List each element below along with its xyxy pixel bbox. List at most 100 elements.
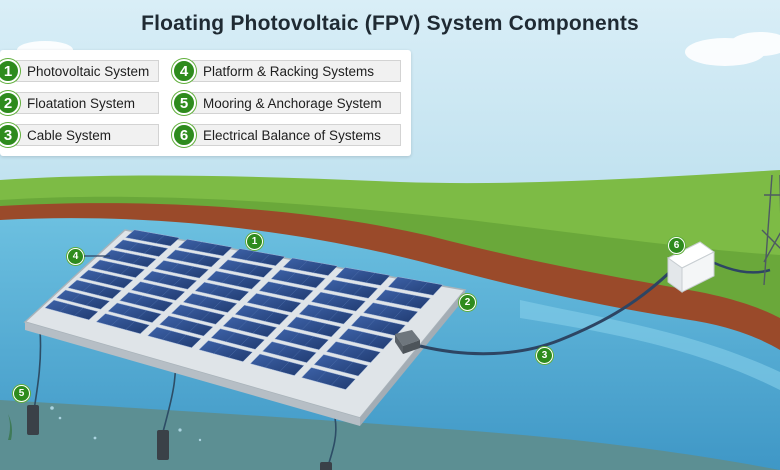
callout-mooring: 5 [13, 385, 30, 402]
panel-cell-line [277, 345, 287, 356]
panel-cell-line [316, 371, 327, 382]
float-platform-edge [25, 322, 360, 426]
panel-cell-line [184, 266, 194, 276]
inverter-box [667, 241, 715, 293]
panel-cell-line [97, 286, 107, 296]
legend-item-platform-racking-systems: 4 Platform & Racking Systems [172, 59, 401, 83]
panel-cell-line [59, 303, 69, 313]
panel-cell-line [213, 344, 224, 354]
solar-panel [67, 279, 122, 300]
panel-cell-line [128, 242, 139, 251]
bubbles [50, 406, 202, 442]
panel-cell-line [338, 282, 349, 293]
legend-item-photovoltaic-system: 1 Photovoltaic System [0, 59, 159, 83]
panel-cell-line [249, 308, 260, 318]
panel-cell-line [380, 321, 391, 333]
panel-cell-line [313, 307, 324, 318]
panel-cell-line [273, 284, 284, 295]
panel-cell-line [209, 285, 220, 295]
panel-cell-line [236, 276, 247, 287]
panel-cell-line [260, 253, 270, 264]
panel-cell-line [160, 288, 171, 298]
legend-number-badge: 6 [172, 123, 196, 147]
panel-cell-line [365, 318, 376, 330]
solar-panel [362, 302, 419, 323]
panel-cell-line [221, 273, 232, 283]
panel-cell-line [197, 296, 208, 306]
panel-cell-line [248, 265, 259, 275]
panel-cell-line [245, 251, 255, 261]
panel-cell-line [137, 310, 147, 319]
water-reflection [520, 300, 780, 390]
transmission-tower [761, 174, 780, 286]
panel-cell-line [316, 323, 327, 334]
legend-number-badge: 1 [0, 59, 20, 83]
panel-cell-line [330, 375, 341, 386]
panel-cell-line [212, 299, 223, 310]
panel-cell-line [108, 276, 119, 285]
solar-panel [78, 269, 134, 289]
component-legend: 1 Photovoltaic System 2 Floatation Syste… [0, 50, 411, 156]
panel-cell-line [71, 293, 81, 302]
panel-cell-line [143, 245, 154, 254]
legend-number-badge: 4 [172, 59, 196, 83]
panel-cell-line [312, 263, 323, 273]
panel-cell-line [291, 348, 302, 360]
panel-cell-line [188, 323, 199, 333]
panel-cell-line [350, 269, 361, 280]
panel-cell-line [149, 299, 159, 308]
panel-cell-line [157, 274, 168, 283]
panel-cell-line [196, 255, 206, 265]
panel-cell-line [378, 305, 389, 317]
callout-photovoltaic: 1 [246, 233, 263, 250]
panel-cell-line [132, 255, 142, 265]
float-platform-side [360, 290, 465, 426]
solar-panel [335, 267, 391, 286]
panel-cell-line [297, 260, 308, 271]
legend-item-floatation-system: 2 Floatation System [0, 91, 159, 115]
panel-cell-line [353, 331, 364, 343]
panel-cell-line [343, 361, 354, 373]
panel-cell-line [276, 299, 287, 310]
panel-cell-line [264, 357, 275, 368]
legend-number-badge: 3 [0, 123, 20, 147]
combiner-box [395, 330, 420, 354]
panel-cell-line [134, 295, 144, 305]
panel-cell-line [393, 308, 404, 320]
legend-number-badge: 2 [0, 91, 20, 115]
panel-cell-line [172, 277, 183, 287]
panel-cell-line [155, 235, 165, 244]
panel-cell-line [162, 330, 172, 340]
legend-label: Cable System [16, 124, 159, 146]
legend-label: Electrical Balance of Systems [192, 124, 401, 146]
panel-cell-line [174, 319, 184, 329]
panel-cell-line [279, 361, 290, 372]
panel-cell-line [74, 307, 84, 316]
river-bank [0, 203, 780, 352]
panel-cell-line [207, 244, 218, 254]
callout-electrical: 6 [668, 237, 685, 254]
legend-label: Platform & Racking Systems [192, 60, 401, 82]
legend-item-electrical-balance-of-systems: 6 Electrical Balance of Systems [172, 123, 401, 147]
callout-cable: 3 [536, 347, 553, 364]
panel-cell-line [261, 296, 272, 306]
lake-bed [0, 400, 780, 470]
panel-cell-line [200, 311, 211, 321]
panel-cell-line [181, 252, 191, 262]
panel-cell-line [146, 284, 156, 294]
solar-panel [182, 293, 238, 313]
panel-cell-line [390, 292, 401, 303]
panel-cell-line [341, 344, 351, 356]
legend-label: Photovoltaic System [16, 60, 159, 82]
panel-cell-line [117, 252, 127, 261]
panel-cell-line [120, 266, 130, 275]
panel-cell-line [328, 358, 339, 369]
panel-cell-line [82, 283, 92, 292]
panel-cell-line [326, 295, 336, 306]
panel-cell-line [403, 279, 413, 290]
legend-item-mooring-anchorage-system: 5 Mooring & Anchorage System [172, 91, 401, 115]
anchor-blocks [27, 405, 332, 470]
panel-cell-line [288, 287, 299, 298]
solar-panel [249, 353, 305, 376]
